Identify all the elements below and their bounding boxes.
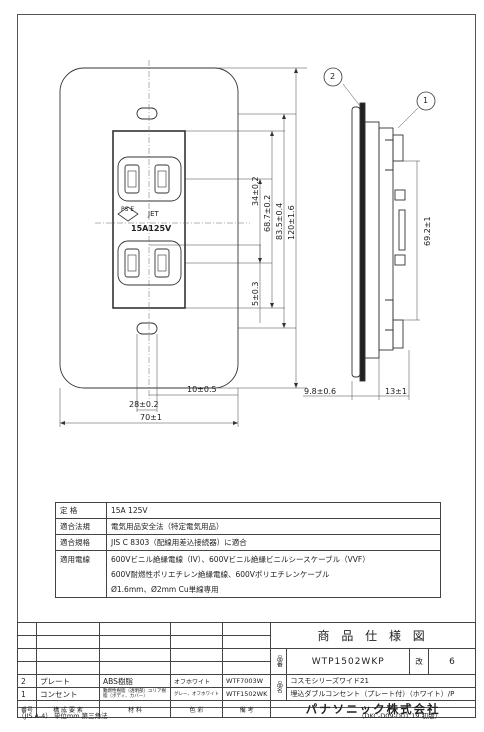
jet-mark: JET <box>148 210 159 218</box>
part-row-2: 2 プレート ABS樹脂 オフホワイト WTF7003W 品名 コスモシリーズワ… <box>16 674 476 701</box>
dim-10: 10±0.5 <box>187 385 217 394</box>
company-name: パナソニック株式会社 <box>305 702 441 716</box>
callout-1: 1 <box>423 96 429 105</box>
upper-screw-slot <box>136 107 158 120</box>
side-view <box>351 102 406 382</box>
dim-9-8: 9.8±0.6 <box>304 387 337 396</box>
part-row-1: 1 コンセント 難燃性樹脂（透明部）ユリア樹脂（ボディ、カバー） グレー、オフホ… <box>16 687 476 701</box>
dim-83-5: 83.5±0.4 <box>275 202 284 240</box>
parts-header: 番号 構 成 要 素 材 料 色 彩 備 考 パナソニック株式会社 <box>16 700 476 718</box>
dim-68-7: 68.7±0.2 <box>263 194 272 232</box>
footer-left: （JIS A-4） 単位mm 第三角法 <box>18 712 108 720</box>
model-number: WTP1502WKP <box>286 648 410 675</box>
rating-mark: 15A125V <box>131 224 172 233</box>
spec-row-rating: 定 格 15A 125V <box>55 502 441 519</box>
lower-outlet-face <box>117 240 182 286</box>
spec-row-wire: 適用電線 600Vビニル絶縁電線（IV）、600Vビニル絶縁ビニルシースケーブル… <box>55 550 441 598</box>
revision: 6 <box>428 648 476 675</box>
lower-screw-slot <box>136 322 158 335</box>
callout-2: 2 <box>330 72 336 81</box>
sheet-heading: 商 品 仕 様 図 <box>317 629 429 643</box>
dim-70: 70±1 <box>140 413 162 422</box>
dim-28: 28±0.2 <box>129 400 159 409</box>
spec-table: 定 格 15A 125V 適合法規 電気用品安全法（特定電気用品） 適合規格 J… <box>55 502 441 598</box>
dim-34: 34±0.2 <box>251 176 260 206</box>
spec-row-standard: 適合規格 JIS C 8303（配線用差込接続器）に適合 <box>55 534 441 551</box>
dim-69-2: 69.2±1 <box>423 216 432 246</box>
pse-mark: PS E <box>121 206 135 213</box>
footer-right: （DKC-D09-D01.19.初版） <box>358 712 442 720</box>
spec-row-law: 適合法規 電気用品安全法（特定電気用品） <box>55 518 441 535</box>
dim-13: 13±1 <box>385 387 407 396</box>
dim-5: 5±0.3 <box>251 281 260 306</box>
dim-120: 120±1.6 <box>287 205 296 240</box>
title-block: 商 品 仕 様 図 品番 WTP1502WKP 改 6 2 プレート ABS樹脂… <box>16 622 476 718</box>
upper-outlet-face <box>117 156 182 202</box>
